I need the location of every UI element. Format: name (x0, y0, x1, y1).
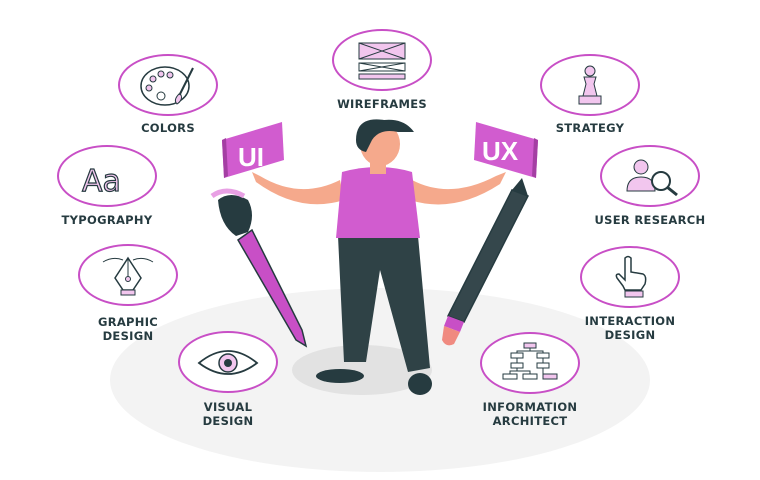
node-information-architect (480, 332, 580, 394)
user-search-icon (626, 159, 678, 197)
ui-card-label: UI (238, 142, 264, 172)
pen-tool-icon (102, 256, 154, 296)
label-line: COLORS (141, 121, 195, 135)
designer-figure: UI UX (210, 119, 538, 395)
node-strategy (540, 54, 640, 116)
label-line: USER RESEARCH (594, 213, 706, 227)
node-wireframes (332, 29, 432, 91)
node-label-strategy: STRATEGY (510, 121, 670, 135)
node-interaction-design (580, 246, 680, 308)
eye-icon (197, 350, 259, 375)
node-label-colors: COLORS (88, 121, 248, 135)
label-line: WIREFRAMES (337, 97, 427, 111)
label-line: GRAPHIC (97, 315, 159, 329)
palette-icon (140, 66, 194, 106)
sitemap-icon (502, 342, 558, 380)
ui-card: UI (222, 122, 284, 178)
label-line: DESIGN (202, 414, 254, 428)
node-label-wireframes: WIREFRAMES (302, 97, 462, 111)
svg-text:Aa: Aa (82, 164, 121, 199)
node-graphic-design (78, 244, 178, 306)
node-colors (118, 54, 218, 116)
pencil-icon (442, 178, 530, 346)
ux-card: UX (474, 122, 538, 178)
label-line: STRATEGY (555, 121, 625, 135)
label-line: INFORMATION (482, 400, 578, 414)
label-line: ARCHITECT (492, 414, 568, 428)
ux-card-label: UX (482, 136, 519, 166)
node-user-research (600, 145, 700, 207)
chess-pawn-icon (578, 65, 602, 105)
paintbrush-icon (210, 188, 308, 348)
font-icon: Aa (81, 163, 121, 199)
label-line: DESIGN (102, 329, 154, 343)
label-line: VISUAL (203, 400, 253, 414)
label-line: TYPOGRAPHY (61, 213, 153, 227)
label-line: INTERACTION (584, 314, 676, 328)
node-typography: Aa (57, 145, 157, 207)
wireframe-icon (358, 42, 406, 80)
node-label-user-research: USER RESEARCH (570, 213, 730, 227)
node-label-typography: TYPOGRAPHY (27, 213, 187, 227)
pointer-hand-icon (615, 255, 647, 298)
label-line: DESIGN (604, 328, 656, 342)
node-visual-design (178, 331, 278, 393)
